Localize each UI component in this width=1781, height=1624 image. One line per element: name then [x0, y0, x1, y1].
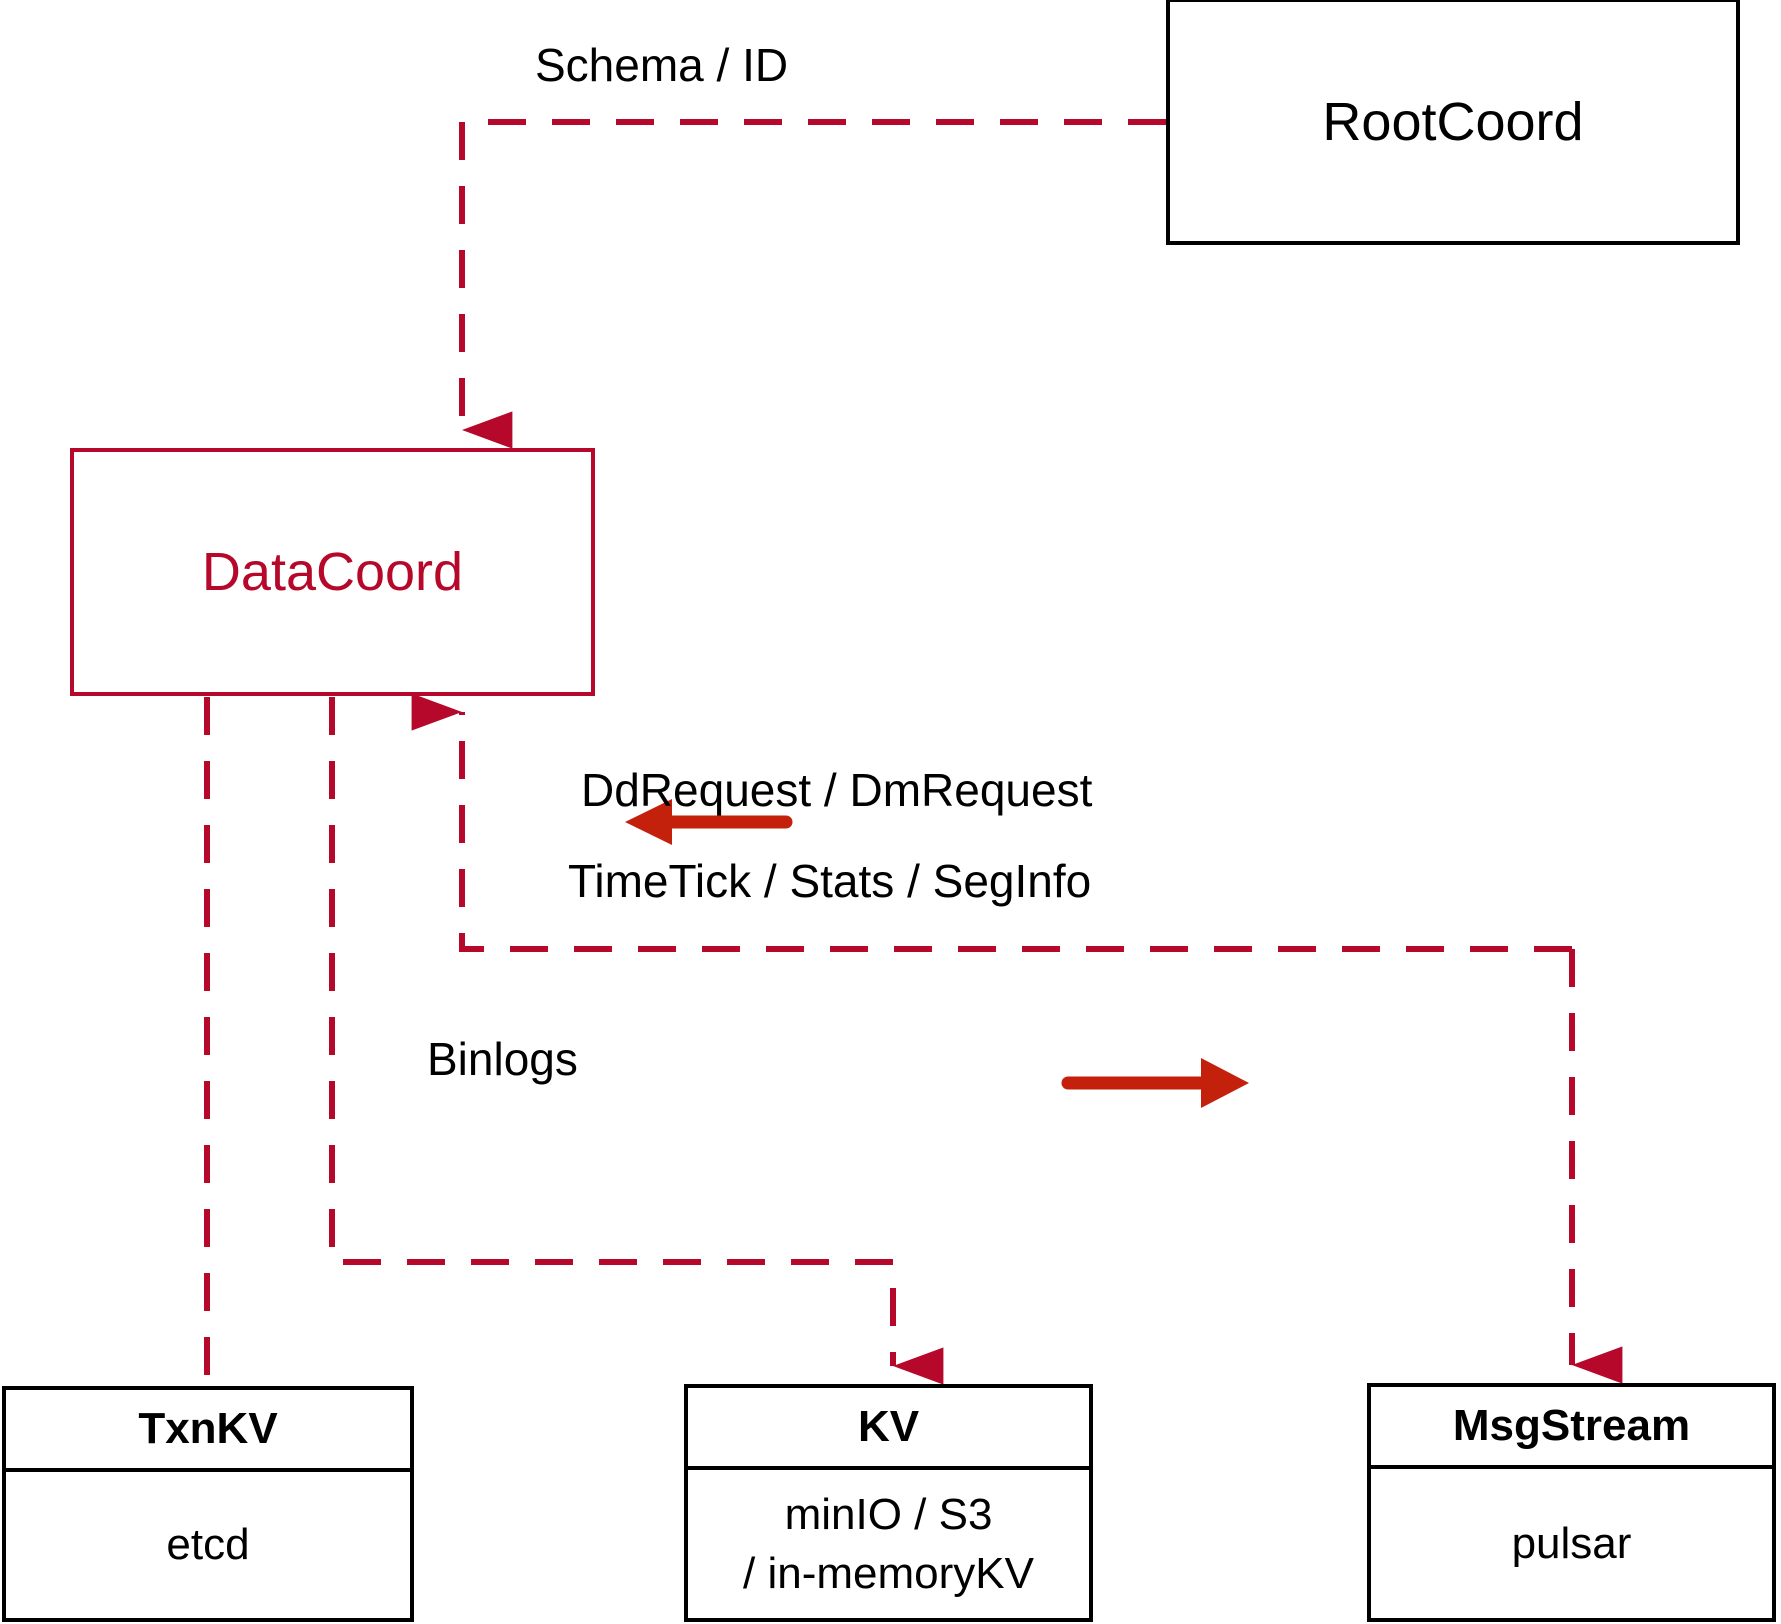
edge-label-dd-dm-request: DdRequest / DmRequest	[581, 764, 1093, 816]
node-txnkv-body-line: etcd	[166, 1520, 250, 1570]
node-kv-body: minIO / S3 / in-memoryKV	[688, 1470, 1089, 1618]
node-msgstream[interactable]: MsgStream pulsar	[1367, 1383, 1776, 1622]
node-kv-title: KV	[688, 1388, 1089, 1470]
node-datacoord[interactable]: DataCoord	[70, 448, 595, 696]
edge-msgstream-datacoord	[411, 693, 1623, 1384]
node-txnkv[interactable]: TxnKV etcd	[2, 1386, 414, 1622]
arrow-dd-dm-request-direction	[625, 799, 793, 845]
node-kv-body-line-2: / in-memoryKV	[743, 1549, 1034, 1598]
node-msgstream-title: MsgStream	[1371, 1387, 1772, 1469]
node-msgstream-body-line: pulsar	[1511, 1518, 1632, 1568]
edge-label-schema-id: Schema / ID	[535, 39, 789, 91]
node-rootcoord[interactable]: RootCoord	[1166, 0, 1740, 245]
node-rootcoord-label: RootCoord	[1322, 91, 1584, 152]
edge-binlogs	[329, 697, 944, 1385]
arrow-timetick-direction	[1061, 1058, 1249, 1108]
node-msgstream-body: pulsar	[1371, 1469, 1772, 1618]
node-txnkv-title: TxnKV	[6, 1390, 410, 1472]
node-kv-body-line-1: minIO / S3	[784, 1489, 993, 1539]
node-txnkv-body: etcd	[6, 1472, 410, 1618]
node-kv[interactable]: KV minIO / S3 / in-memoryKV	[684, 1384, 1093, 1622]
edge-schema-id	[459, 119, 1166, 449]
node-datacoord-label: DataCoord	[201, 542, 464, 602]
edge-label-timetick-stats-seginfo: TimeTick / Stats / SegInfo	[568, 855, 1092, 907]
edge-label-binlogs: Binlogs	[427, 1033, 578, 1085]
